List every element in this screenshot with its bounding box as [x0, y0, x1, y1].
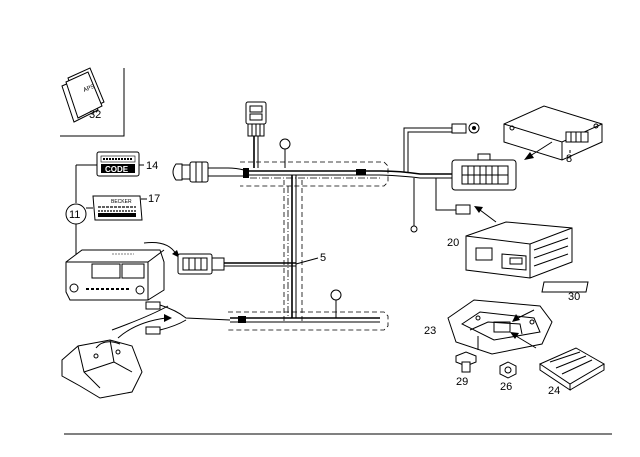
speaker-plug-left	[172, 161, 245, 183]
arrow-unit-to-plug	[474, 206, 497, 223]
radio-chassis-part-20: 20	[447, 221, 573, 279]
arrow-label-to-frame	[512, 309, 535, 322]
code-card-part-14: CODE 14	[96, 151, 158, 177]
harness-callout-part-5: 5	[295, 252, 326, 265]
label-26: 26	[500, 381, 512, 393]
main-wiring-harness	[228, 161, 452, 331]
ground-ring-lower	[330, 289, 342, 318]
arrow-bracket-to-harness	[117, 314, 172, 339]
label-sheet-part-30: 30	[541, 281, 589, 303]
sticker-text: BECKER	[111, 199, 132, 205]
label-5: 5	[320, 252, 326, 264]
tray-part-24: 24	[538, 347, 605, 397]
manual-book-part-32: APS 32	[60, 67, 125, 137]
label-20: 20	[447, 237, 459, 249]
arrow-tray-to-frame	[510, 332, 537, 349]
label-8: 8	[566, 153, 572, 165]
label-14: 14	[146, 160, 158, 172]
antenna-lead-upper-right	[403, 122, 480, 233]
label-29: 29	[456, 376, 468, 388]
label-11: 11	[69, 209, 80, 221]
control-module-part-8: 8	[503, 105, 603, 165]
label-23: 23	[424, 325, 436, 337]
top-multi-connector	[245, 101, 291, 168]
mounting-bracket-lower-left	[61, 305, 169, 399]
radio-unit-left	[65, 249, 165, 301]
label-17: 17	[148, 193, 160, 205]
speaker-pigtail-lower-left	[145, 301, 231, 335]
radio-plug-connector	[177, 253, 296, 275]
kit-callout-part-11: 11	[65, 164, 97, 254]
arrow-module-to-connector	[524, 141, 553, 160]
label-30: 30	[568, 291, 580, 303]
label-32: 32	[89, 109, 101, 121]
main-radio-connector-right	[451, 153, 517, 191]
code-card-text: CODE	[105, 165, 129, 174]
book-text: APS	[83, 84, 96, 94]
screw-part-29: 29	[455, 351, 477, 388]
label-24: 24	[548, 385, 560, 397]
sticker-part-17: BECKER 17	[92, 193, 160, 221]
nut-part-26: 26	[499, 361, 517, 393]
